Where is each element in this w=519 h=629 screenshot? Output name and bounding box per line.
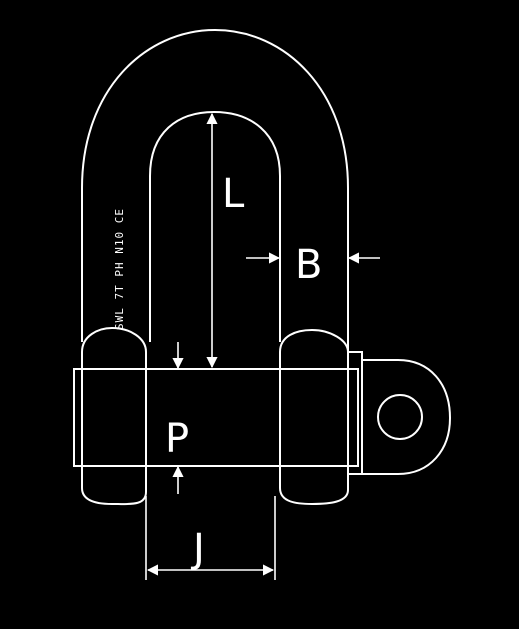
pin-eye bbox=[361, 359, 452, 475]
shackle-stamp-text: SWL 7T PH N10 CE bbox=[113, 208, 126, 330]
dimension-p-label: P bbox=[165, 416, 189, 462]
right-eye bbox=[279, 328, 349, 506]
pin-collar bbox=[347, 351, 363, 475]
left-eye bbox=[81, 326, 147, 506]
bow-outer bbox=[81, 28, 349, 352]
bow-inner bbox=[149, 110, 281, 342]
pin-eye-hole bbox=[377, 394, 423, 440]
pin-body bbox=[73, 368, 359, 467]
dimension-b-label: B bbox=[295, 242, 322, 288]
dimension-j-label: J bbox=[190, 526, 205, 572]
dimension-l-label: L bbox=[222, 171, 245, 217]
